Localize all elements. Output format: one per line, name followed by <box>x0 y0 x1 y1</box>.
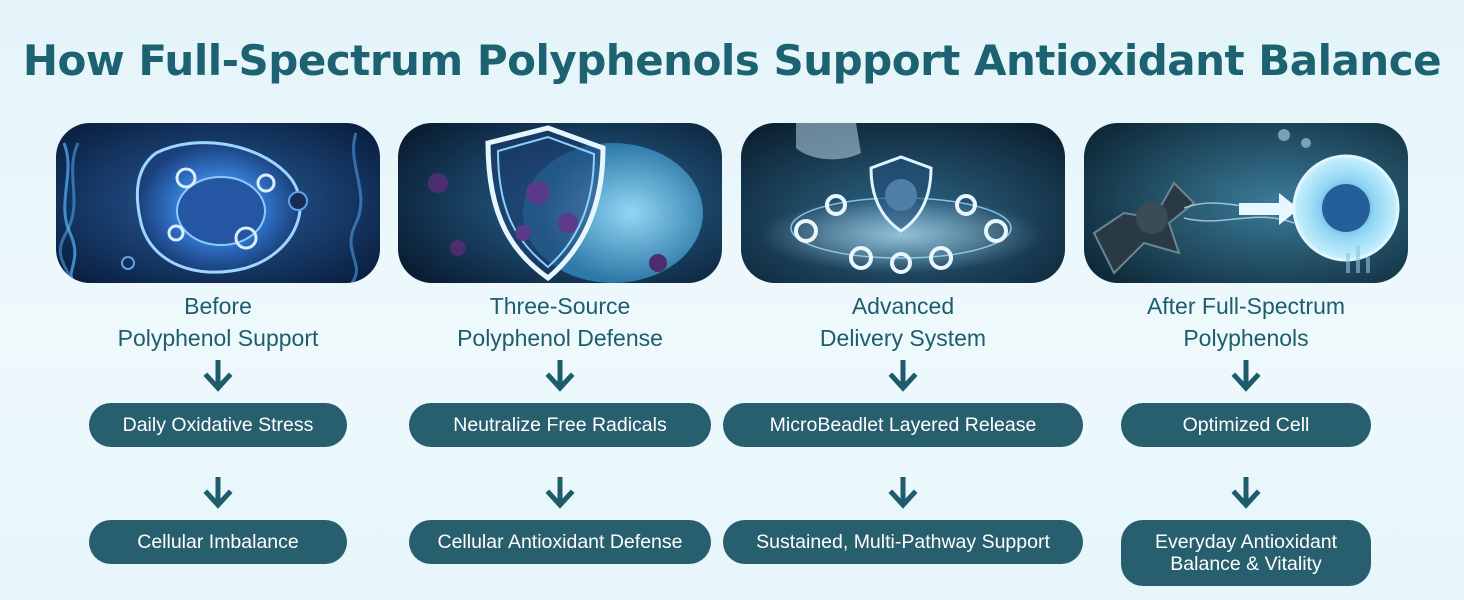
step-pill: Optimized Cell <box>1121 403 1371 447</box>
step-pill: Cellular Imbalance <box>89 520 347 564</box>
stage-delivery: Advanced Delivery System MicroBeadlet La… <box>723 123 1083 564</box>
arrow-down-icon <box>888 360 918 392</box>
arrow-down-icon <box>203 360 233 392</box>
step-pill: Sustained, Multi-Pathway Support <box>723 520 1083 564</box>
stage-after: After Full-Spectrum Polyphenols Optimize… <box>1084 123 1408 586</box>
arrow-down-icon <box>1231 360 1261 392</box>
step-pill: MicroBeadlet Layered Release <box>723 403 1083 447</box>
shield-icon <box>398 123 722 283</box>
arrow-down-icon <box>1231 477 1261 509</box>
stage-heading: Before Polyphenol Support <box>117 293 319 351</box>
stage-image <box>1084 123 1408 283</box>
step-pill: Everyday Antioxidant Balance & Vitality <box>1121 520 1371 586</box>
stage-image <box>56 123 380 283</box>
page-title: How Full-Spectrum Polyphenols Support An… <box>22 36 1442 85</box>
stage-before: Before Polyphenol Support Daily Oxidativ… <box>56 123 380 564</box>
stage-image <box>741 123 1065 283</box>
step-pill: Neutralize Free Radicals <box>409 403 711 447</box>
step-pill: Cellular Antioxidant Defense <box>409 520 711 564</box>
stage-heading: Three-Source Polyphenol Defense <box>457 293 663 351</box>
arrow-down-icon <box>545 360 575 392</box>
stage-heading: After Full-Spectrum Polyphenols <box>1146 293 1346 351</box>
arrow-down-icon <box>888 477 918 509</box>
delivery-ring-icon <box>741 123 1065 283</box>
arrow-down-icon <box>545 477 575 509</box>
stage-image <box>398 123 722 283</box>
stage-heading: Advanced Delivery System <box>819 293 987 351</box>
arrow-down-icon <box>203 477 233 509</box>
stage-defense: Three-Source Polyphenol Defense Neutrali… <box>398 123 722 564</box>
stressed-cell-icon <box>56 123 380 283</box>
healthy-cell-icon <box>1084 123 1408 283</box>
step-pill: Daily Oxidative Stress <box>89 403 347 447</box>
